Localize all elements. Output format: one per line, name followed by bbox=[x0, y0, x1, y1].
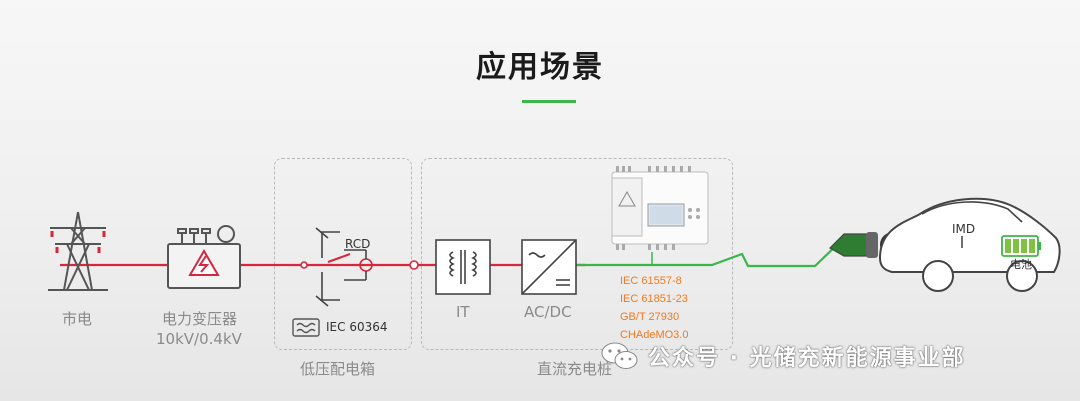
page-title: 应用场景 bbox=[476, 50, 604, 85]
standard-item: IEC 61557-8 bbox=[620, 275, 682, 287]
battery-icon bbox=[1001, 235, 1041, 257]
dc-line bbox=[575, 239, 843, 268]
transformer-icon bbox=[167, 225, 241, 289]
watermark-text: 公众号 · 光储充新能源事业部 bbox=[648, 346, 966, 371]
watermark: 公众号 · 光储充新能源事业部 bbox=[600, 338, 966, 374]
rcd-label: RCD bbox=[345, 237, 371, 251]
charger-frame bbox=[421, 158, 733, 350]
grid-label: 市电 bbox=[62, 310, 93, 328]
charger-label: 直流充电桩 bbox=[537, 360, 613, 378]
wechat-icon bbox=[601, 342, 638, 369]
standard-item: CHAdeMO3.0 bbox=[620, 329, 689, 341]
lv-box-label: 低压配电箱 bbox=[300, 360, 376, 378]
title-underline bbox=[522, 100, 576, 103]
standard-item: IEC 61851-23 bbox=[620, 293, 688, 305]
lv-box-frame bbox=[274, 158, 412, 350]
transformer-sublabel: 10kV/0.4kV bbox=[156, 330, 242, 348]
battery-label: 电池 bbox=[1010, 258, 1032, 271]
acdc-label: AC/DC bbox=[524, 303, 572, 321]
standard-item: GB/T 27930 bbox=[620, 311, 680, 323]
imd-label: IMD bbox=[952, 222, 976, 236]
it-transformer-icon bbox=[435, 239, 491, 295]
transmission-tower-icon bbox=[48, 211, 108, 291]
lv-standard: IEC 60364 bbox=[326, 320, 388, 334]
iec-60364-icon bbox=[292, 318, 320, 337]
insulation-monitor-device bbox=[611, 166, 709, 265]
ac-dc-converter-icon bbox=[521, 239, 577, 295]
it-label: IT bbox=[456, 303, 470, 321]
rcd-switch-icon bbox=[300, 227, 419, 307]
transformer-label: 电力变压器 bbox=[162, 310, 238, 328]
